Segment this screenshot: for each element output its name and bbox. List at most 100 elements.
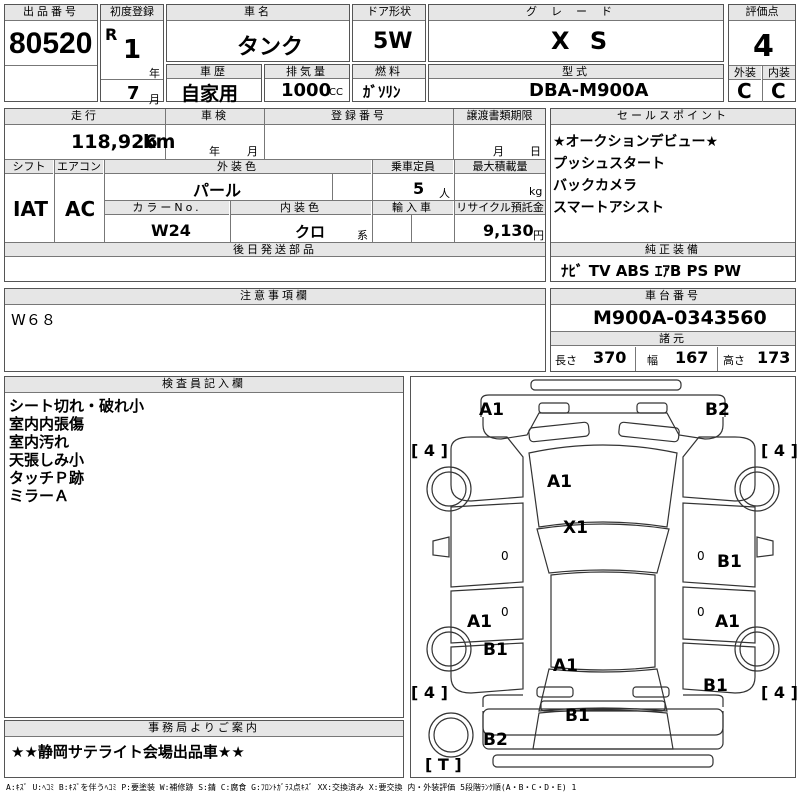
zero-mark: 0 [501, 605, 509, 619]
recycle-label: リサイクル預託金 [455, 201, 545, 215]
inspector-line: ミラーＡ [9, 487, 70, 505]
inspector-label: 検査員記入欄 [5, 377, 403, 393]
ext-color: パール [193, 181, 242, 200]
damage-mark: B1 [717, 552, 742, 572]
chassis-box: 車台番号 M900A-0343560 諸元 長さ 370 幅 167 高さ 17… [550, 288, 796, 372]
int-grade-label: 内装 [763, 66, 795, 80]
inspection-label: 車検 [166, 109, 264, 125]
inspector-line: 天張しみ小 [9, 451, 85, 469]
sales-point-item: ★オークションデビュー★ [553, 134, 719, 150]
grade: X S [551, 27, 614, 55]
damage-mark: A1 [547, 472, 572, 492]
car-name-label: 車名 [167, 5, 349, 21]
aircon: AC [65, 197, 96, 221]
tire-tread: [ 4 ] [411, 441, 448, 460]
ext-grade-label: 外装 [729, 66, 761, 80]
grade-box: グレード X S [428, 4, 724, 62]
tire-tread: [ 4 ] [761, 441, 798, 460]
notes-box: 注意事項欄 W６８ [4, 288, 546, 372]
first-reg-box: 初度登録 R 1 年 7 月 [100, 4, 164, 106]
length-label: 長さ [555, 354, 577, 367]
reg-year: 1 [123, 35, 142, 65]
notes: W６８ [11, 311, 56, 329]
load-label: 最大積載量 [455, 160, 545, 174]
damage-mark: A1 [553, 656, 578, 676]
inspector-line: 室内汚れ [9, 433, 70, 451]
ext-grade: C [737, 79, 752, 103]
history: 自家用 [181, 83, 239, 105]
displacement: 1000 [281, 80, 332, 101]
door-type: 5W [373, 29, 413, 54]
displacement-box: 排気量 1000 CC [264, 64, 350, 102]
damage-mark: B1 [483, 640, 508, 660]
car-name-box: 車名 タンク [166, 4, 350, 62]
zero-mark: 0 [501, 549, 509, 563]
score-box: 評価点 4 外装 内装 C C [728, 4, 796, 103]
int-color-label: 内装色 [231, 201, 371, 215]
chassis-label: 車台番号 [551, 289, 795, 305]
color-no: W24 [151, 221, 191, 240]
color-no-label: カラーNo. [105, 201, 229, 215]
transfer-day-unit: 日 [530, 145, 541, 158]
displacement-unit: CC [329, 87, 343, 98]
model-label: 型式 [429, 65, 723, 79]
car-diagram-box: A1 B2 A1 X1 B1 A1 A1 B1 A1 B1 B1 B2 [ 4 … [410, 376, 798, 778]
mileage-label: 走行 [5, 109, 165, 125]
sales-point-label: セールスポイント [551, 109, 795, 125]
fuel-label: 燃料 [353, 65, 425, 79]
notes-label: 注意事項欄 [5, 289, 545, 305]
specs-label: 諸元 [551, 332, 795, 346]
height-label: 高さ [723, 354, 745, 367]
zero-mark: 0 [697, 549, 705, 563]
damage-mark: A1 [479, 400, 504, 420]
height: 173 [757, 348, 791, 367]
capacity-unit: 人 [439, 187, 450, 200]
transfer-month-unit: 月 [493, 145, 504, 158]
inspector-line: 室内内張傷 [9, 415, 85, 433]
import-label: 輸入車 [373, 201, 453, 215]
damage-mark: B2 [483, 730, 508, 750]
damage-mark: A1 [467, 612, 492, 632]
sales-point-item: スマートアシスト [553, 200, 665, 216]
tire-tread: [ 4 ] [761, 683, 798, 702]
recycle-unit: 円 [533, 229, 544, 242]
vehicle-info-box: 走行 車検 登録番号 譲渡書類期限 118,926 km 年 月 月 日 シフト… [4, 108, 546, 282]
width: 167 [675, 348, 709, 367]
door-box: ドア形状 5W [352, 4, 426, 62]
damage-mark: B1 [703, 676, 728, 696]
chassis-number: M900A-0343560 [593, 307, 767, 329]
history-box: 車歴 自家用 [166, 64, 262, 105]
length: 370 [593, 348, 627, 367]
reg-month: 7 [127, 83, 140, 104]
inspection-month-unit: 月 [247, 145, 258, 158]
transfer-label: 譲渡書類期限 [454, 109, 545, 125]
office-box: 事務局よりご案内 ★★静岡サテライト会場出品車★★ [4, 720, 404, 778]
damage-mark: B1 [565, 706, 590, 726]
car-name: タンク [237, 35, 304, 60]
inspection-year-unit: 年 [209, 145, 220, 158]
lot-label: 出品番号 [5, 5, 97, 21]
mileage-unit: km [143, 131, 176, 153]
inspector-line: シート切れ・破れ小 [9, 397, 145, 415]
zero-mark: 0 [697, 605, 705, 619]
int-grade: C [771, 79, 786, 103]
ext-color-label: 外装色 [105, 160, 371, 174]
sales-point-item: バックカメラ [553, 178, 637, 194]
office-notice: ★★静岡サテライト会場出品車★★ [11, 743, 245, 761]
tire-tread: [ 4 ] [411, 683, 448, 702]
load-unit: kg [529, 185, 543, 198]
damage-mark: B2 [705, 400, 730, 420]
lot-number: 80520 [9, 27, 93, 60]
fuel: ｶﾞｿﾘﾝ [363, 83, 401, 101]
shift-label: シフト [5, 160, 53, 174]
year-unit: 年 [149, 67, 160, 80]
shift: IAT [13, 197, 49, 221]
door-label: ドア形状 [353, 5, 425, 21]
lot-box: 出品番号 80520 [4, 4, 98, 102]
capacity: 5 [413, 179, 425, 198]
int-color-unit: 系 [357, 229, 368, 242]
grade-label: グレード [429, 5, 723, 21]
equipment: ﾅﾋﾞ TV ABS ｴｱB PS PW [561, 262, 742, 280]
first-reg-label: 初度登録 [101, 5, 163, 21]
sales-point-box: セールスポイント ★オークションデビュー★ プッシュスタート バックカメラ スマ… [550, 108, 796, 282]
